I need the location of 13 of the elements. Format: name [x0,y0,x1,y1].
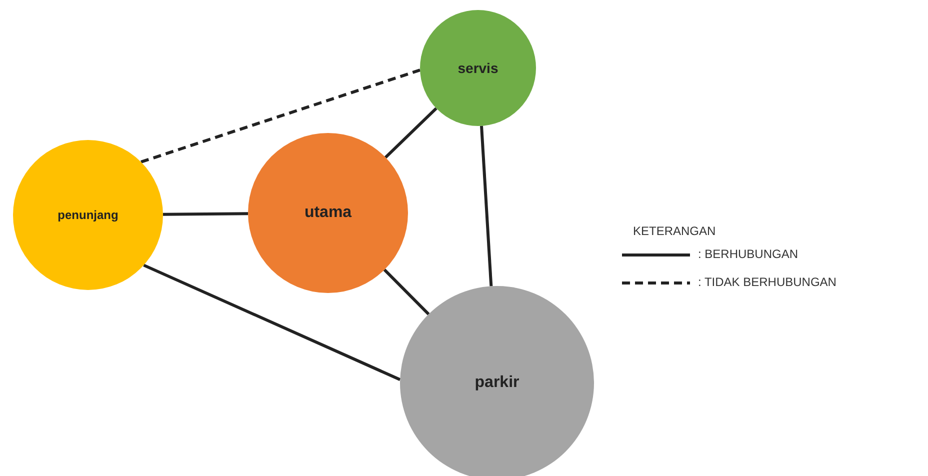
legend-text: : BERHUBUNGAN [698,247,798,261]
node-label: utama [304,204,352,222]
connector-line [383,268,430,316]
legend-title: KETERANGAN [633,224,716,238]
connector-line [480,126,493,286]
connector-line [384,107,438,158]
node-label: penunjang [58,208,118,222]
connector-line [162,212,248,216]
connector-line [143,264,401,381]
connector-line [140,68,420,164]
legend-text: : TIDAK BERHUBUNGAN [698,275,836,289]
node-label: servis [458,60,498,76]
node-label: parkir [474,374,520,392]
